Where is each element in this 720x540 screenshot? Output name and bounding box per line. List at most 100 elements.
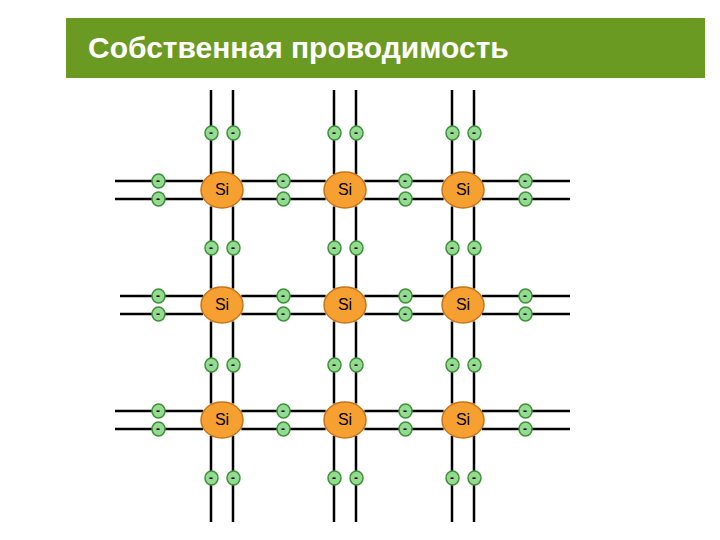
silicon-atom: Si	[200, 286, 244, 324]
electron: -	[327, 470, 342, 486]
electron: -	[467, 125, 482, 141]
electron-sign: -	[276, 174, 291, 188]
electron: -	[327, 125, 342, 141]
title: Собственная проводимость	[88, 18, 509, 78]
electron: -	[327, 240, 342, 256]
electron: -	[204, 240, 219, 256]
atom-label: Si	[323, 296, 367, 314]
electron: -	[467, 357, 482, 373]
electron-sign: -	[518, 422, 533, 436]
electron-sign: -	[467, 358, 482, 372]
electron: -	[151, 173, 166, 189]
electron: -	[226, 125, 241, 141]
electron: -	[518, 173, 533, 189]
electron-sign: -	[445, 358, 460, 372]
electron: -	[204, 357, 219, 373]
electron: -	[445, 470, 460, 486]
electron: -	[398, 421, 413, 437]
electron-sign: -	[398, 307, 413, 321]
electron: -	[151, 288, 166, 304]
electron: -	[518, 306, 533, 322]
electron-sign: -	[327, 358, 342, 372]
electron: -	[518, 421, 533, 437]
electron-sign: -	[518, 289, 533, 303]
electron: -	[349, 357, 364, 373]
silicon-atom: Si	[200, 401, 244, 439]
electron-sign: -	[276, 404, 291, 418]
electron: -	[467, 470, 482, 486]
electron-sign: -	[226, 358, 241, 372]
electron-sign: -	[276, 192, 291, 206]
atom-label: Si	[323, 181, 367, 199]
electron: -	[398, 173, 413, 189]
electron-sign: -	[226, 241, 241, 255]
electron-sign: -	[445, 126, 460, 140]
electron-sign: -	[151, 289, 166, 303]
silicon-atom: Si	[200, 171, 244, 209]
electron: -	[226, 470, 241, 486]
electron-sign: -	[398, 422, 413, 436]
electron: -	[445, 240, 460, 256]
electron-sign: -	[349, 241, 364, 255]
electron: -	[276, 403, 291, 419]
silicon-atom: Si	[441, 286, 485, 324]
electron-sign: -	[204, 126, 219, 140]
atom-label: Si	[441, 296, 485, 314]
electron: -	[445, 357, 460, 373]
electron: -	[151, 421, 166, 437]
electron: -	[276, 191, 291, 207]
electron-sign: -	[467, 126, 482, 140]
electron: -	[467, 240, 482, 256]
electron-sign: -	[151, 174, 166, 188]
silicon-atom: Si	[323, 286, 367, 324]
electron: -	[327, 357, 342, 373]
atom-label: Si	[441, 181, 485, 199]
electron: -	[151, 306, 166, 322]
atom-label: Si	[200, 411, 244, 429]
electron-sign: -	[398, 404, 413, 418]
electron: -	[398, 403, 413, 419]
electron-sign: -	[327, 241, 342, 255]
electron-sign: -	[398, 174, 413, 188]
electron: -	[518, 403, 533, 419]
electron: -	[226, 357, 241, 373]
electron-sign: -	[204, 241, 219, 255]
electron-sign: -	[518, 307, 533, 321]
electron-sign: -	[518, 404, 533, 418]
silicon-atom: Si	[323, 171, 367, 209]
electron: -	[349, 470, 364, 486]
electron-sign: -	[226, 126, 241, 140]
electron: -	[349, 125, 364, 141]
electron: -	[276, 288, 291, 304]
electron-sign: -	[204, 358, 219, 372]
electron: -	[398, 306, 413, 322]
electron: -	[276, 306, 291, 322]
electron-sign: -	[276, 307, 291, 321]
electron-sign: -	[204, 471, 219, 485]
electron-sign: -	[518, 174, 533, 188]
electron-sign: -	[349, 126, 364, 140]
electron-sign: -	[226, 471, 241, 485]
electron: -	[276, 173, 291, 189]
electron-sign: -	[327, 126, 342, 140]
electron: -	[204, 470, 219, 486]
electron-sign: -	[398, 192, 413, 206]
electron-sign: -	[151, 307, 166, 321]
electron: -	[445, 125, 460, 141]
electron: -	[226, 240, 241, 256]
electron: -	[349, 240, 364, 256]
electron-sign: -	[445, 241, 460, 255]
silicon-atom: Si	[323, 401, 367, 439]
electron-sign: -	[518, 192, 533, 206]
electron: -	[151, 191, 166, 207]
electron-sign: -	[349, 471, 364, 485]
electron-sign: -	[467, 471, 482, 485]
title-banner: Собственная проводимость	[66, 18, 705, 78]
electron-sign: -	[349, 358, 364, 372]
electron-sign: -	[151, 422, 166, 436]
atom-label: Si	[441, 411, 485, 429]
electron: -	[151, 403, 166, 419]
